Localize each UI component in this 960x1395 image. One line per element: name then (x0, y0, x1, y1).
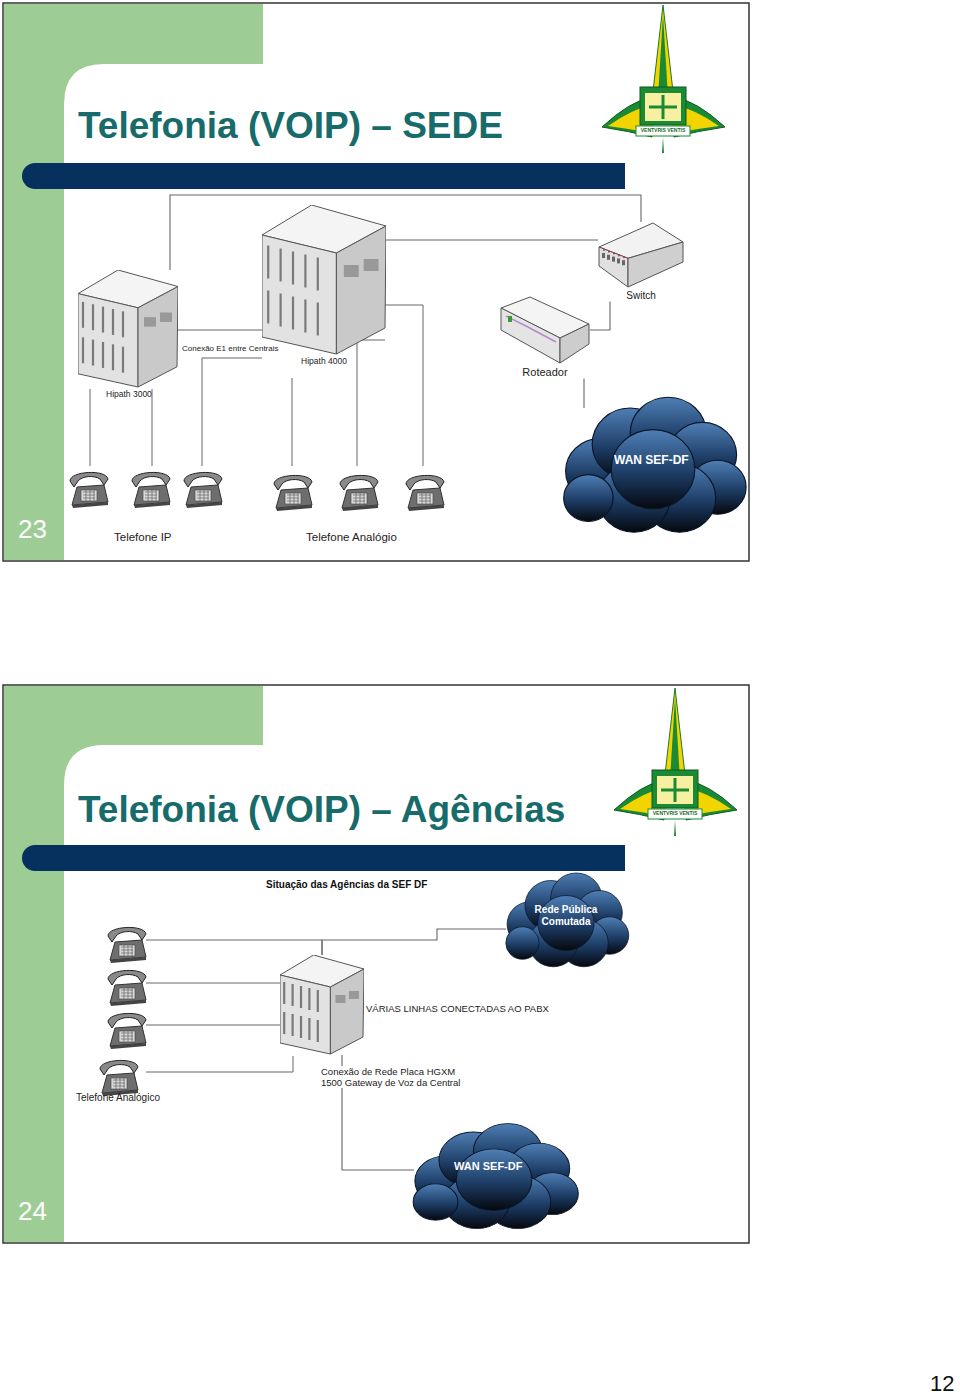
slide-title: Telefonia (VOIP) – SEDE (78, 105, 503, 147)
network-node: Rede Pública Comutada (502, 868, 630, 968)
server-cabinet (78, 270, 178, 388)
slide-number: 23 (18, 514, 47, 545)
network-node: Roteador (500, 296, 590, 379)
node-label: Hipath 4000 (262, 357, 386, 367)
connector (590, 302, 610, 331)
node-label: Hipath 3000 (78, 390, 178, 400)
node-label: Rede Pública Comutada (524, 904, 608, 927)
phone-label: Telefone IP (114, 531, 172, 545)
page-number: 12 (930, 1371, 954, 1395)
network-node: Hipath 4000 (262, 205, 386, 367)
connector-label: Conexão E1 entre Centrais (181, 343, 280, 354)
network-node: Hipath 3000 (78, 270, 178, 400)
logo (602, 5, 725, 153)
cloud-shape (408, 1118, 580, 1230)
connector-label: Conexão de Rede Placa HGXM 1500 Gateway … (320, 1066, 476, 1088)
node-label: Roteador (500, 366, 590, 379)
network-node: WAN SEF-DF (408, 1118, 580, 1230)
slide-number: 24 (18, 1196, 47, 1227)
node-label: WAN SEF-DF (614, 454, 689, 468)
connector (583, 379, 584, 408)
logo-motto: VENTVRIS VENTIS (637, 127, 689, 133)
connector (386, 239, 598, 240)
server-cabinet (280, 955, 364, 1055)
server-cabinet (262, 205, 386, 355)
network-node: VÁRIAS LINHAS CONECTADAS AO PABX (280, 955, 549, 1055)
network-node: WAN SEF-DF (558, 390, 748, 534)
connector (322, 929, 506, 955)
connector (178, 329, 262, 330)
node-label: Switch (598, 290, 684, 302)
diagram-heading: Situação das Agências da SEF DF (266, 879, 427, 891)
phone-label: Telefone Analógio (306, 531, 397, 545)
network-node: Switch (598, 222, 684, 302)
connector (170, 195, 641, 270)
node-label: VÁRIAS LINHAS CONECTADAS AO PABX (366, 1004, 549, 1015)
slide-title: Telefonia (VOIP) – Agências (78, 788, 565, 832)
logo (614, 688, 737, 836)
logo-motto: VENTVRIS VENTIS (649, 810, 701, 816)
switch-device (598, 222, 684, 288)
node-label: WAN SEF-DF (454, 1160, 522, 1173)
phone-label: Telefone Analógico (76, 1092, 160, 1104)
router-device (500, 296, 590, 364)
